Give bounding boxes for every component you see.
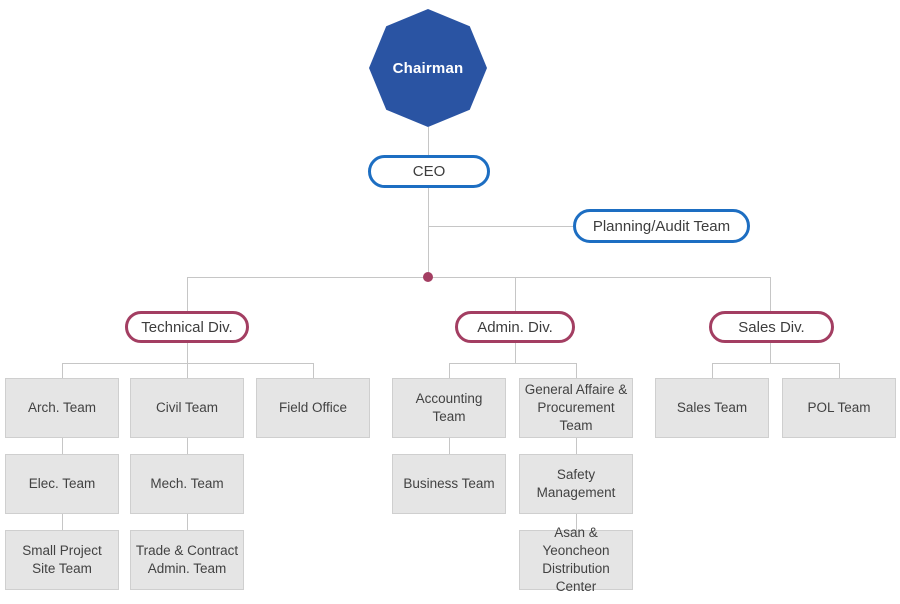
team-label: Mech. Team (150, 475, 224, 491)
connector-line (187, 277, 771, 278)
team-box-civil: Civil Team (130, 378, 244, 438)
team-box-arch: Arch. Team (5, 378, 119, 438)
sales-div-label: Sales Div. (738, 318, 805, 336)
team-box-accounting: Accounting Team (392, 378, 506, 438)
admin-div-node: Admin. Div. (455, 311, 575, 343)
admin-div-label: Admin. Div. (477, 318, 553, 336)
connector-line (770, 277, 771, 311)
connector-line (187, 514, 188, 530)
team-box-pol: POL Team (782, 378, 896, 438)
team-label: Asan & Yeoncheon Distribution Center (542, 524, 610, 595)
technical-div-node: Technical Div. (125, 311, 249, 343)
connector-line (187, 343, 188, 363)
connector-line (62, 514, 63, 530)
team-label: Sales Team (676, 399, 748, 415)
team-box-trade-contract-admin: Trade & Contract Admin. Team (130, 530, 244, 590)
connector-line (712, 363, 839, 364)
team-label: General Affaire & Procurement Team (524, 381, 628, 434)
team-label: Field Office (278, 399, 348, 415)
connector-line (187, 277, 188, 311)
chairman-node: Chairman (369, 9, 487, 127)
team-box-small-project-site: Small Project Site Team (5, 530, 119, 590)
connector-line (313, 363, 314, 378)
junction-dot (423, 272, 433, 282)
connector-line (515, 343, 516, 363)
connector-line (62, 363, 63, 378)
planning-audit-team-node: Planning/Audit Team (573, 209, 750, 243)
team-box-safety-management: Safety Management (519, 454, 633, 514)
team-label: Trade & Contract Admin. Team (135, 542, 239, 576)
team-label: Business Team (403, 475, 495, 491)
connector-line (62, 438, 63, 454)
connector-line (770, 343, 771, 363)
team-box-asan-yeoncheon-distribution: Asan & Yeoncheon Distribution Center (519, 525, 633, 594)
team-box-business: Business Team (392, 454, 506, 514)
connector-line (576, 363, 577, 378)
technical-div-label: Technical Div. (141, 318, 233, 336)
connector-line (449, 363, 576, 364)
planning-audit-team-label: Planning/Audit Team (592, 217, 731, 235)
team-label: Civil Team (155, 399, 218, 415)
connector-line (576, 514, 577, 530)
ceo-label: CEO (412, 163, 446, 180)
team-label: Small Project Site Team (22, 542, 102, 576)
connector-line (428, 127, 429, 155)
ceo-node: CEO (368, 155, 490, 188)
connector-line (576, 438, 577, 454)
connector-line (515, 277, 516, 311)
team-box-mech: Mech. Team (130, 454, 244, 514)
chairman-label: Chairman (392, 59, 464, 77)
connector-line (187, 363, 188, 378)
team-label: Arch. Team (27, 399, 97, 415)
connector-line (187, 438, 188, 454)
team-label: Accounting Team (415, 390, 483, 424)
team-label: Safety Management (536, 466, 616, 500)
team-box-sales: Sales Team (655, 378, 769, 438)
connector-line (839, 363, 840, 378)
sales-div-node: Sales Div. (709, 311, 834, 343)
connector-line (712, 363, 713, 378)
team-box-field-office: Field Office (256, 378, 370, 438)
team-box-elec: Elec. Team (5, 454, 119, 514)
connector-line (428, 188, 429, 277)
connector-line (428, 226, 573, 227)
team-label: POL Team (807, 399, 871, 415)
connector-line (449, 438, 450, 454)
team-box-general-affaire-procurement: General Affaire & Procurement Team (519, 378, 633, 438)
team-label: Elec. Team (28, 475, 96, 491)
connector-line (449, 363, 450, 378)
